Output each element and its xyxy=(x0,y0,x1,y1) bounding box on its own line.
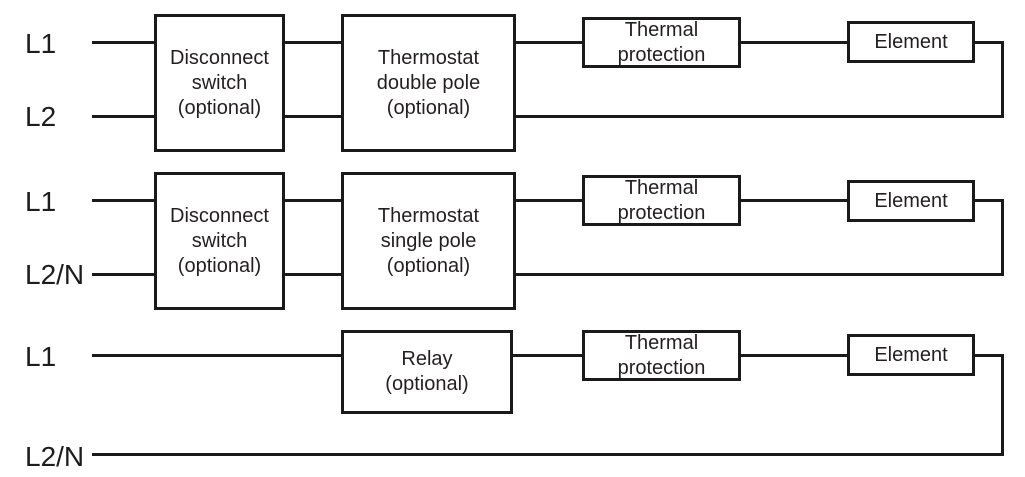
wire-l2-input xyxy=(92,115,155,118)
element-block: Element xyxy=(847,180,975,222)
wire-l2-return xyxy=(516,115,1004,118)
wire-l1-disconnect-thermostat xyxy=(285,199,341,202)
disconnect-switch-block: Disconnect switch (optional) xyxy=(154,14,285,152)
element-block: Element xyxy=(847,334,975,376)
wire-relay-thermal xyxy=(513,354,582,357)
wire-l2n-return xyxy=(92,453,1004,456)
wire-thermostat-thermal xyxy=(516,41,582,44)
wire-thermostat-thermal xyxy=(516,199,582,202)
wire-thermal-element xyxy=(741,354,847,357)
line-label-l2n: L2/N xyxy=(25,441,85,472)
thermal-protection-block: Thermal protection xyxy=(582,330,741,381)
line-label-l1: L1 xyxy=(25,186,57,217)
line-label-l1: L1 xyxy=(25,28,57,59)
element-block: Element xyxy=(847,21,975,63)
wire-thermal-element xyxy=(741,41,847,44)
line-label-l2: L2 xyxy=(25,101,57,132)
wire-l2n-return xyxy=(516,273,1004,276)
wire-element-output xyxy=(975,199,1004,202)
wire-l1-input xyxy=(92,41,155,44)
line-label-l2n: L2/N xyxy=(25,259,85,290)
wire-l1-input xyxy=(92,354,341,357)
wire-element-output xyxy=(975,354,1004,357)
relay-block: Relay (optional) xyxy=(341,330,513,414)
wire-element-output xyxy=(975,41,1004,44)
thermostat-double-pole-block: Thermostat double pole (optional) xyxy=(341,14,516,152)
wire-thermal-element xyxy=(741,199,847,202)
wire-l2n-input xyxy=(92,273,155,276)
thermal-protection-block: Thermal protection xyxy=(582,175,741,226)
wire-l1-input xyxy=(92,199,155,202)
thermal-protection-block: Thermal protection xyxy=(582,17,741,68)
wire-l2-disconnect-thermostat xyxy=(285,115,341,118)
wire-l1-disconnect-thermostat xyxy=(285,41,341,44)
wire-return-vertical xyxy=(1001,41,1004,118)
line-label-l1: L1 xyxy=(25,341,57,372)
wire-l2n-disconnect-thermostat xyxy=(285,273,341,276)
thermostat-single-pole-block: Thermostat single pole (optional) xyxy=(341,172,516,310)
wire-return-vertical xyxy=(1001,199,1004,276)
disconnect-switch-block: Disconnect switch (optional) xyxy=(154,172,285,310)
wire-return-vertical xyxy=(1001,354,1004,456)
